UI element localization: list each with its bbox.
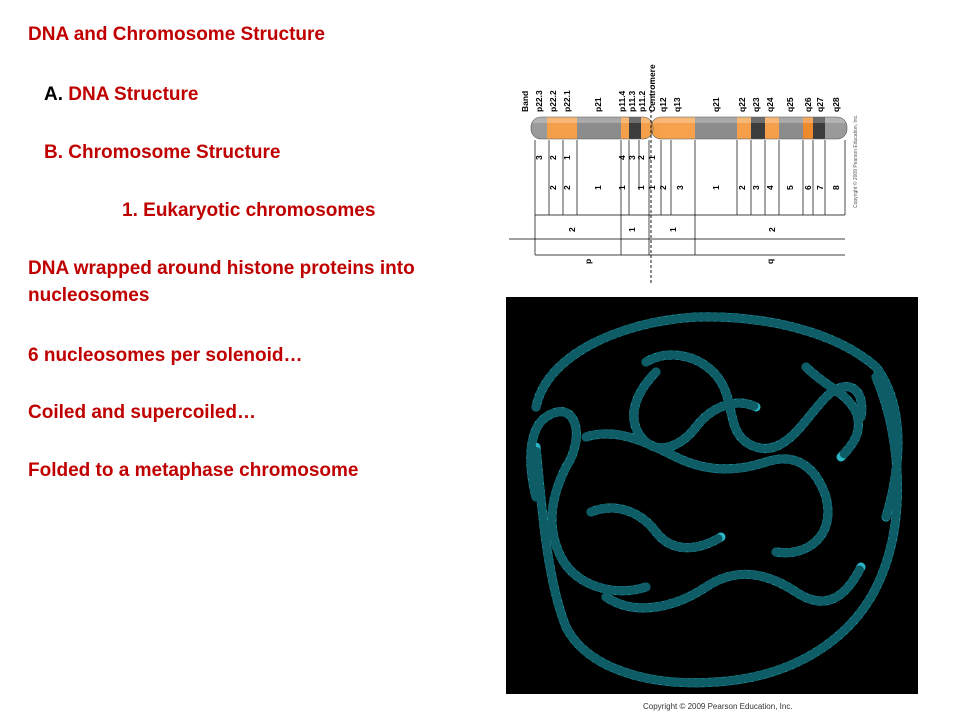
band-number: 8: [831, 185, 841, 190]
band-q24: [765, 117, 779, 139]
band-number: 1: [636, 185, 646, 190]
band-p11-3: [629, 117, 641, 139]
band-q13: [661, 117, 695, 139]
outline-marker-b: B.: [44, 142, 63, 163]
band-number: 1: [562, 155, 572, 160]
band-number: 2: [548, 155, 558, 160]
band-number: 3: [675, 185, 685, 190]
band-q27: [813, 117, 825, 139]
band-label: q22: [737, 97, 747, 112]
outline-text-a: DNA Structure: [68, 84, 199, 105]
band-label: p11.3: [627, 90, 637, 112]
region-number: 2: [767, 227, 777, 232]
band-label: q27: [815, 97, 825, 112]
chromosome-bands: [531, 117, 847, 139]
band-label: p21: [593, 97, 603, 112]
band-p21: [577, 117, 621, 139]
chromosome-micrograph: [506, 297, 918, 694]
band-q26: [803, 117, 813, 139]
band-number: 5: [785, 185, 795, 190]
band-label: q13: [672, 97, 682, 112]
centromere-label: Centromere: [647, 64, 657, 112]
band-label: p22.2: [548, 90, 558, 112]
band-q22: [737, 117, 751, 139]
band-number: 3: [534, 155, 544, 160]
band-label: q26: [803, 97, 813, 112]
idiogram-copyright: Copyright © 2009 Pearson Education, Inc.: [852, 115, 859, 208]
band-number: 1: [647, 155, 657, 160]
band-number: 6: [803, 185, 813, 190]
band-p11-4: [621, 117, 629, 139]
outline-text-1: Eukaryotic chromosomes: [143, 200, 376, 221]
band-label: q12: [658, 97, 668, 112]
region-number: 2: [567, 227, 577, 232]
band-label: q24: [765, 97, 775, 112]
outline-marker-a: A.: [44, 84, 63, 105]
band-label: p11.4: [617, 90, 627, 112]
band-number: 3: [627, 155, 637, 160]
band-number: 7: [815, 185, 825, 190]
body-line-3: 6 nucleosomes per solenoid…: [28, 345, 303, 366]
q-arm-label: q: [765, 259, 775, 264]
band-q12: [651, 117, 661, 139]
band-number: 2: [636, 155, 646, 160]
p-arm-outline: [530, 116, 654, 140]
p-arm-label: p: [583, 259, 593, 264]
band-header-label: Band: [520, 91, 530, 112]
body-line-1: DNA wrapped around histone proteins into: [28, 258, 415, 279]
outline-marker-1: 1.: [122, 200, 138, 221]
body-line-2: nucleosomes: [28, 285, 150, 306]
outline-item-a: A. DNA Structure: [44, 83, 198, 107]
outline-text-b: Chromosome Structure: [68, 142, 281, 163]
band-q23: [751, 117, 765, 139]
band-label: q28: [831, 97, 841, 112]
band-label: q21: [711, 97, 721, 112]
band-q21: [695, 117, 737, 139]
band-number: 2: [562, 185, 572, 190]
band-p-terminal: [531, 117, 547, 139]
band-number: 2: [737, 185, 747, 190]
band-q25: [779, 117, 803, 139]
slide-title: DNA and Chromosome Structure: [28, 24, 325, 45]
band-number: 1: [593, 185, 603, 190]
band-table-lines: [509, 140, 846, 256]
band-label: q25: [785, 97, 795, 112]
region-number: 1: [627, 227, 637, 232]
outline-item-b: B. Chromosome Structure: [44, 141, 280, 165]
band-p11-2: [641, 117, 653, 139]
outline-item-1: 1. Eukaryotic chromosomes: [122, 199, 375, 223]
band-number: 3: [751, 185, 761, 190]
band-number: 1: [711, 185, 721, 190]
band-number: 4: [765, 185, 775, 190]
band-number: 1: [647, 185, 657, 190]
band-number: 2: [658, 185, 668, 190]
band-number: 4: [617, 155, 627, 160]
band-label-group: Band p22.3 p22.2 p22.1 p21 p11.4 p11.3 p…: [520, 64, 841, 112]
band-label: p22.1: [562, 90, 572, 112]
band-label: q23: [751, 97, 761, 112]
band-label: p22.3: [534, 90, 544, 112]
band-number: 1: [617, 185, 627, 190]
band-label: p11.2: [637, 90, 647, 112]
body-line-4: Coiled and supercoiled…: [28, 402, 257, 423]
band-q28: [825, 117, 847, 139]
band-highlight: [531, 117, 847, 123]
micrograph-copyright: Copyright © 2009 Pearson Education, Inc.: [643, 702, 793, 711]
band-number: 2: [548, 185, 558, 190]
chromatin-strands: [526, 312, 903, 688]
band-p22: [547, 117, 577, 139]
region-number: 1: [668, 227, 678, 232]
chromosome-idiogram: Band p22.3 p22.2 p22.1 p21 p11.4 p11.3 p…: [509, 64, 859, 285]
band-number-group: 3 2 1 4 3 2 1 2 2 1 1 1 1 2 3 1 2 3 4 5 …: [534, 155, 841, 264]
body-line-5: Folded to a metaphase chromosome: [28, 460, 359, 481]
